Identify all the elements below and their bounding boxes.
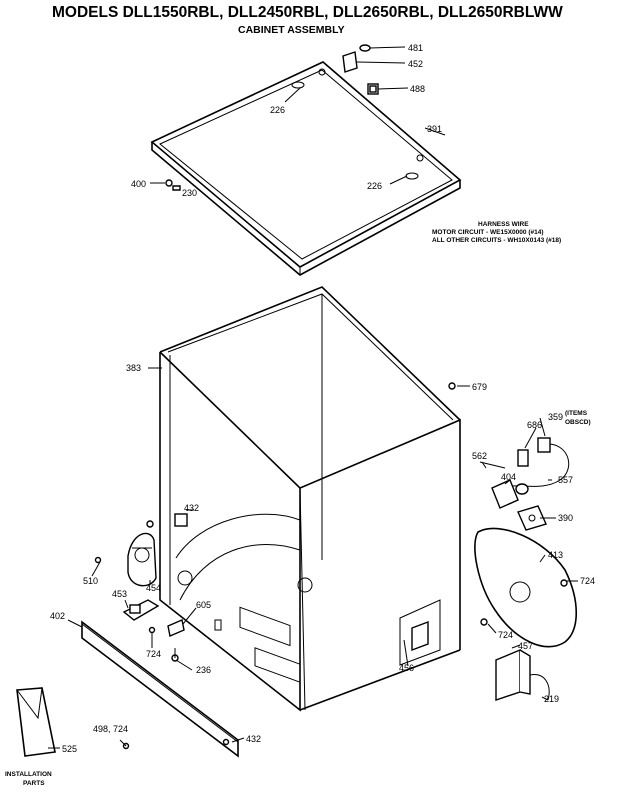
label-605: 605: [196, 600, 211, 610]
motor-bracket: [127, 532, 157, 587]
harness-note-motor: MOTOR CIRCUIT - WE15X0000 (#14): [432, 229, 544, 236]
label-452: 452: [408, 59, 423, 69]
diagram-subtitle: CABINET ASSEMBLY: [238, 24, 345, 36]
label-453: 453: [112, 589, 127, 599]
label-557: 557: [558, 475, 573, 485]
label-498-724: 498, 724: [93, 724, 128, 734]
label-488: 488: [410, 84, 425, 94]
label-481: 481: [408, 43, 423, 53]
label-226-bottom: 226: [367, 181, 382, 191]
label-686: 686: [527, 420, 542, 430]
label-383: 383: [126, 363, 141, 373]
label-679: 679: [472, 382, 487, 392]
switch-390: [517, 505, 547, 531]
top-leaders: [150, 46, 446, 185]
cabinet: [159, 286, 461, 712]
terminal-block: [479, 437, 570, 495]
blower-box: [399, 599, 441, 666]
diagram-title: MODELS DLL1550RBL, DLL2450RBL, DLL2650RB…: [52, 4, 563, 21]
heater-457: [495, 648, 550, 701]
small-bracket-453: [122, 599, 160, 621]
label-724-left: 724: [146, 649, 161, 659]
label-parts: PARTS: [23, 780, 45, 787]
label-installation: INSTALLATION: [5, 771, 52, 778]
installation-parts-envelope: [16, 687, 56, 757]
label-562: 562: [472, 451, 487, 461]
label-413: 413: [548, 550, 563, 560]
label-432-bottom: 432: [246, 734, 261, 744]
top-panel: [150, 61, 462, 276]
label-226-top: 226: [270, 105, 285, 115]
label-236: 236: [196, 665, 211, 675]
leader-lines: [48, 367, 578, 749]
top-hardware: [165, 44, 379, 191]
label-391: 391: [427, 124, 442, 134]
label-510: 510: [83, 576, 98, 586]
bracket-605: [167, 619, 185, 637]
label-456: 456: [399, 663, 414, 673]
label-404: 404: [501, 472, 516, 482]
label-230: 230: [182, 188, 197, 198]
items-note-2: OBSCD): [565, 419, 591, 426]
harness-note-other: ALL OTHER CIRCUITS - WH10X0143 (#18): [432, 237, 561, 244]
label-724-mid: 724: [498, 630, 513, 640]
toe-kick-panel: [81, 620, 239, 758]
label-219: 219: [544, 694, 559, 704]
label-359: 359: [548, 412, 563, 422]
label-454: 454: [146, 583, 161, 593]
blower-cover-413: [474, 527, 578, 648]
harness-note-title: HARNESS WIRE: [478, 221, 529, 228]
items-note-1: (ITEMS: [565, 410, 588, 417]
label-432-top: 432: [184, 503, 199, 513]
label-400: 400: [131, 179, 146, 189]
label-457: 457: [518, 641, 533, 651]
bracket-404: [491, 479, 519, 509]
label-390: 390: [558, 513, 573, 523]
label-724-right: 724: [580, 576, 595, 586]
label-525: 525: [62, 744, 77, 754]
label-402: 402: [50, 611, 65, 621]
